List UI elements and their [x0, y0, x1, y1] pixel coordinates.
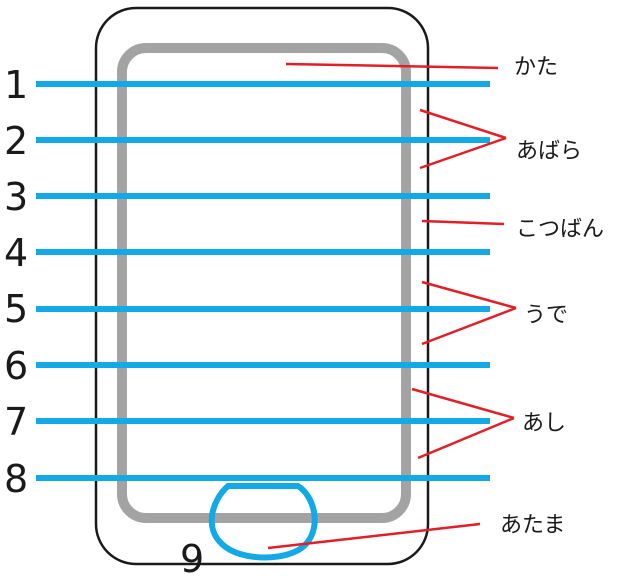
line-numbers: 1 2 3 4 5 6 7 8 9 [4, 63, 204, 576]
pointer-atama [267, 522, 481, 550]
number-5: 5 [4, 287, 28, 331]
label-abara: あばら [516, 139, 582, 164]
number-3: 3 [4, 175, 28, 219]
pointer-ude-upper [421, 280, 517, 310]
number-4: 4 [4, 231, 28, 275]
pointer-ashi-lower [417, 416, 515, 460]
pointer-ude-lower [421, 306, 517, 346]
label-ude: うで [524, 303, 568, 328]
pointer-kotsuban [421, 219, 505, 226]
pointer-abara-lower [419, 136, 507, 170]
label-kotsuban: こつばん [516, 217, 604, 242]
outer-outline [94, 6, 430, 566]
inner-frame [117, 43, 411, 523]
number-7: 7 [4, 400, 28, 444]
label-atama: あたま [500, 513, 565, 538]
number-2: 2 [4, 119, 28, 163]
red-pointers [267, 62, 517, 550]
number-8: 8 [4, 457, 28, 501]
number-9: 9 [180, 537, 204, 576]
head-loop [208, 483, 318, 561]
label-kata: かた [514, 55, 558, 80]
label-ashi: あし [522, 411, 566, 436]
pointer-ashi-upper [411, 387, 515, 420]
number-1: 1 [4, 63, 28, 107]
body-part-labels: かた あばら こつばん うで あし あたま [500, 55, 604, 538]
pointer-abara-upper [419, 108, 507, 140]
pointer-kata [285, 62, 499, 70]
number-6: 6 [4, 344, 28, 388]
blue-lines [36, 81, 490, 481]
